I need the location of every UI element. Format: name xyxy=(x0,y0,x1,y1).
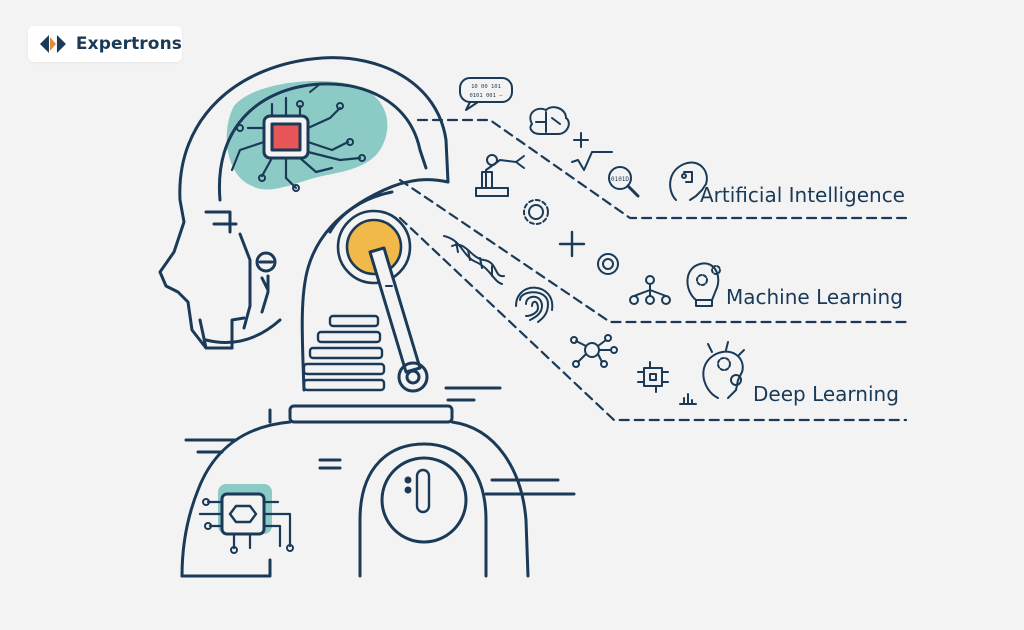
label-deep-learning: Deep Learning xyxy=(753,382,899,406)
fingerprint-icon xyxy=(515,286,554,323)
expertrons-logo-icon xyxy=(39,35,66,53)
connector-dl xyxy=(398,216,908,422)
connector-lines xyxy=(398,118,908,422)
plus-icon xyxy=(573,132,589,148)
target-icon xyxy=(597,253,619,275)
binary-speech-bubble-icon: 10 00 101 0101 001 – xyxy=(459,77,513,111)
brain-chip-icon xyxy=(230,83,366,192)
binary-line-1: 10 00 101 xyxy=(471,84,501,90)
robotic-arm-icon xyxy=(475,154,525,197)
bar-chart-icon xyxy=(679,393,697,405)
gear-icon xyxy=(523,199,549,225)
brain-icon xyxy=(529,106,570,135)
binary-small: 0101D xyxy=(611,176,629,183)
body-chip-icon xyxy=(198,484,294,554)
deep-learning-head-icon xyxy=(702,341,745,399)
plus-icon-2 xyxy=(558,230,586,258)
knob-dial-icon xyxy=(336,209,429,393)
magnifier-binary-icon: 0101D xyxy=(608,166,640,198)
brand-logo: Expertrons xyxy=(28,26,182,62)
robot-neck xyxy=(198,178,502,424)
lightbulb-gear-icon xyxy=(686,262,721,307)
binary-line-2: 0101 001 – xyxy=(469,93,503,99)
label-machine-learning: Machine Learning xyxy=(726,285,903,309)
robot-body xyxy=(180,408,576,578)
connector-ml xyxy=(398,178,908,324)
chip-icon xyxy=(637,361,669,393)
square-root-icon xyxy=(571,151,613,171)
dna-icon xyxy=(443,235,505,285)
ai-head-icon xyxy=(669,161,708,201)
brand-name: Expertrons xyxy=(75,34,182,54)
network-tree-icon xyxy=(629,275,671,305)
label-artificial-intelligence: Artificial Intelligence xyxy=(700,183,905,207)
network-node-icon xyxy=(570,334,618,368)
connector-ai xyxy=(416,118,908,220)
